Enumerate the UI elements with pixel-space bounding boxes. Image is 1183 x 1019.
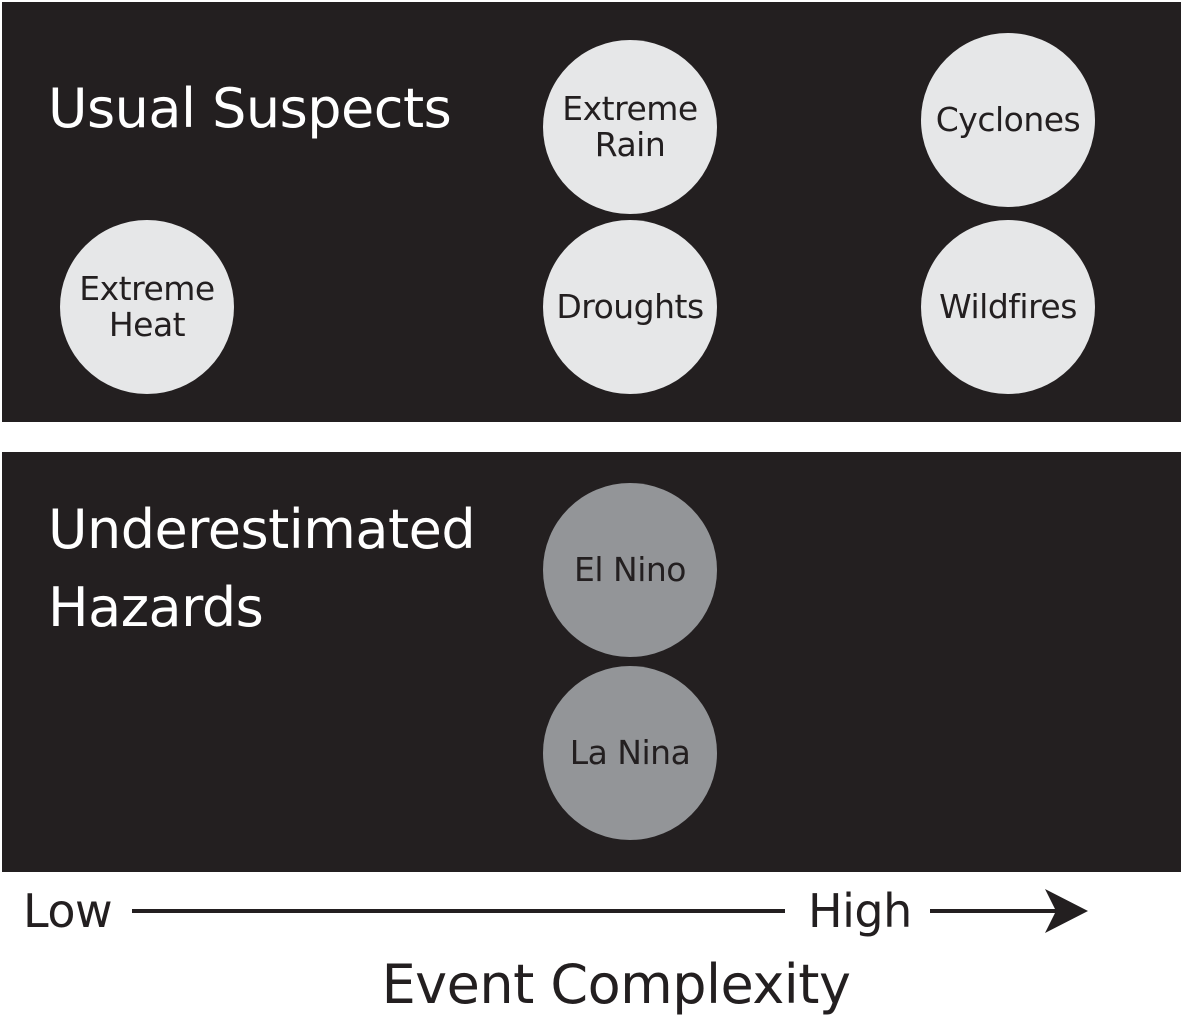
complexity-axis-arrow [132, 889, 1088, 933]
hazard-cyclones: Cyclones [921, 33, 1095, 207]
hazard-el-nino: El Nino [543, 483, 717, 657]
hazard-la-nina: La Nina [543, 666, 717, 840]
axis-high-label: High [808, 884, 912, 938]
axis-low-label: Low [23, 884, 113, 938]
hazard-droughts: Droughts [543, 220, 717, 394]
usual-suspects-title: Usual Suspects [48, 77, 452, 140]
hazard-extreme-heat: Extreme Heat [60, 220, 234, 394]
axis-arrowhead [1045, 889, 1088, 933]
underestimated-hazards-title: Underestimated Hazards [48, 498, 476, 639]
hazard-wildfires: Wildfires [921, 220, 1095, 394]
axis-title: Event Complexity [381, 953, 851, 1016]
hazard-extreme-rain: Extreme Rain [543, 40, 717, 214]
